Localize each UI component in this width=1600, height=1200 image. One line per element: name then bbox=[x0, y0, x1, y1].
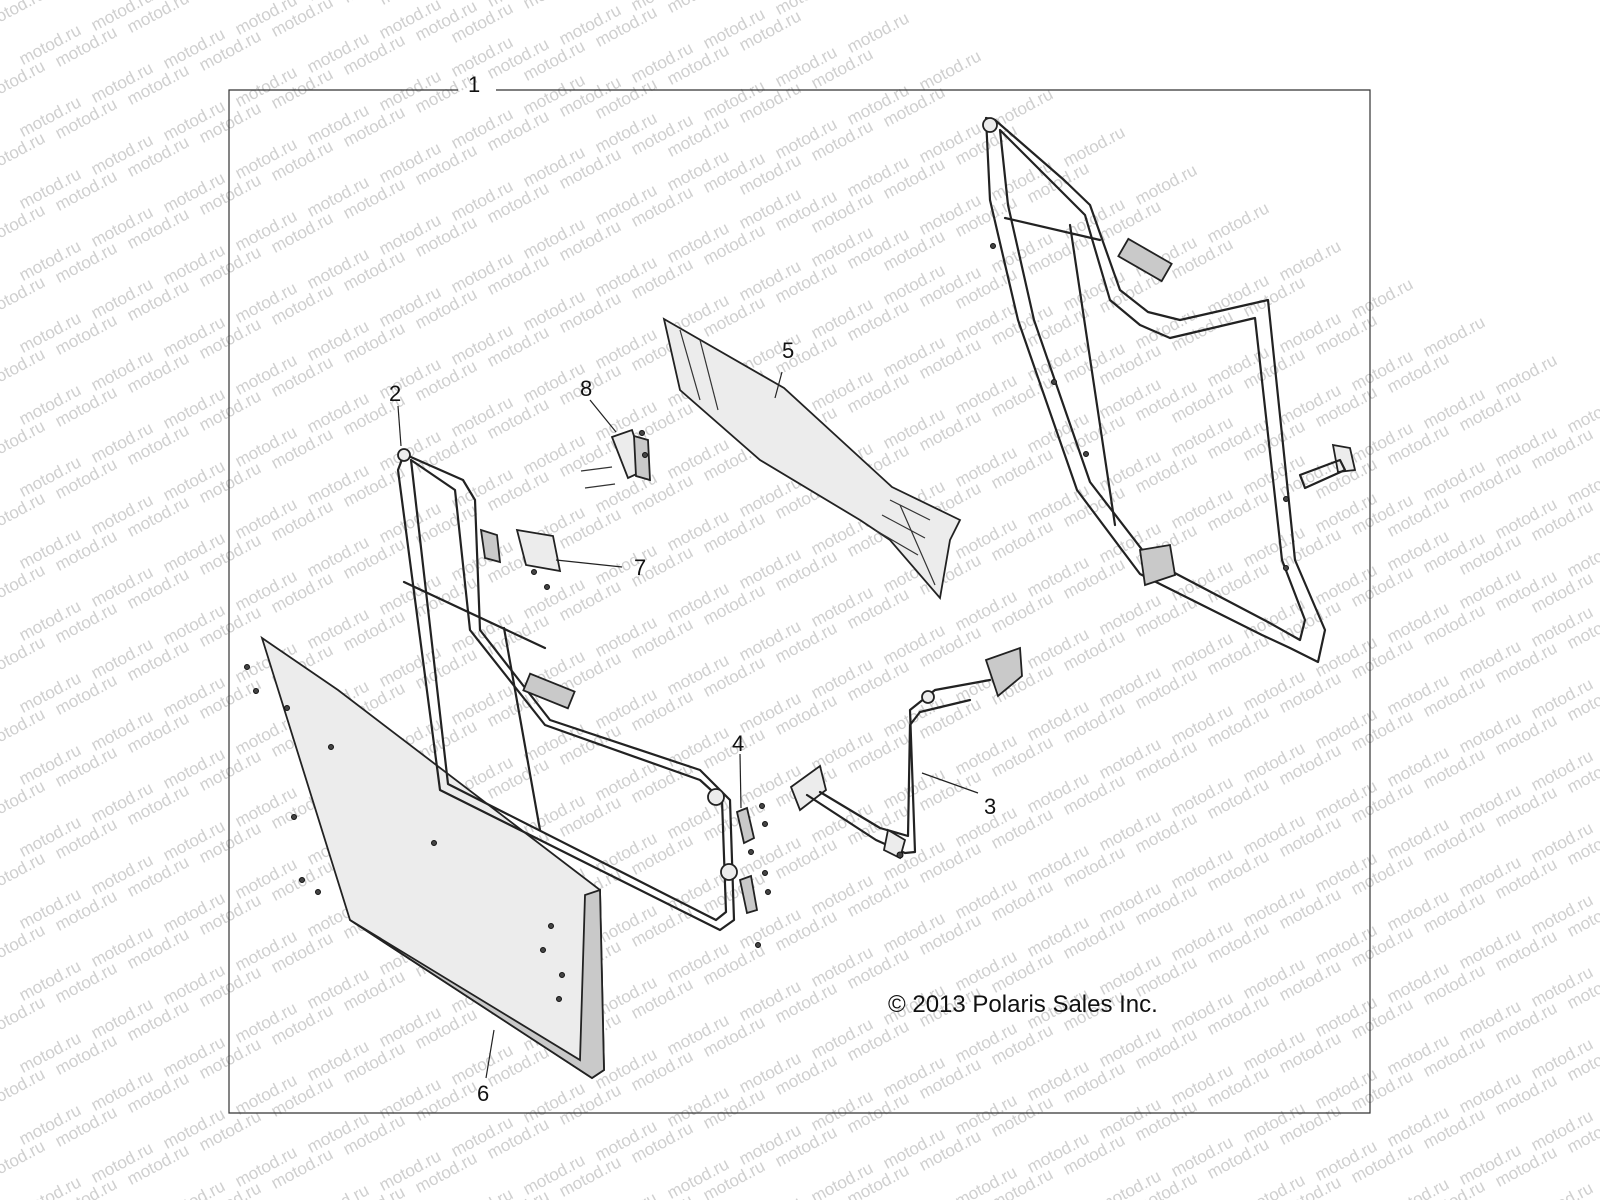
hinge-arm-3 bbox=[789, 646, 1023, 860]
door-frame-2 bbox=[396, 405, 736, 932]
hinge-8 bbox=[580, 399, 651, 489]
upper-panel-5 bbox=[662, 317, 962, 601]
callout-8: 8 bbox=[580, 376, 592, 401]
latch-4 bbox=[707, 753, 771, 948]
callout-4: 4 bbox=[732, 731, 744, 756]
callout-3: 3 bbox=[984, 794, 996, 819]
door-panel-6 bbox=[244, 635, 605, 1080]
callout-5: 5 bbox=[782, 338, 794, 363]
rear-door-frame bbox=[982, 116, 1357, 664]
callout-2: 2 bbox=[389, 381, 401, 406]
copyright-text: © 2013 Polaris Sales Inc. bbox=[888, 991, 1158, 1018]
assembly-frame bbox=[228, 89, 1371, 1114]
latch-bracket-7 bbox=[479, 528, 623, 590]
callout-1: 1 bbox=[468, 72, 480, 97]
callout-7: 7 bbox=[634, 555, 646, 580]
callout-6: 6 bbox=[477, 1081, 489, 1106]
